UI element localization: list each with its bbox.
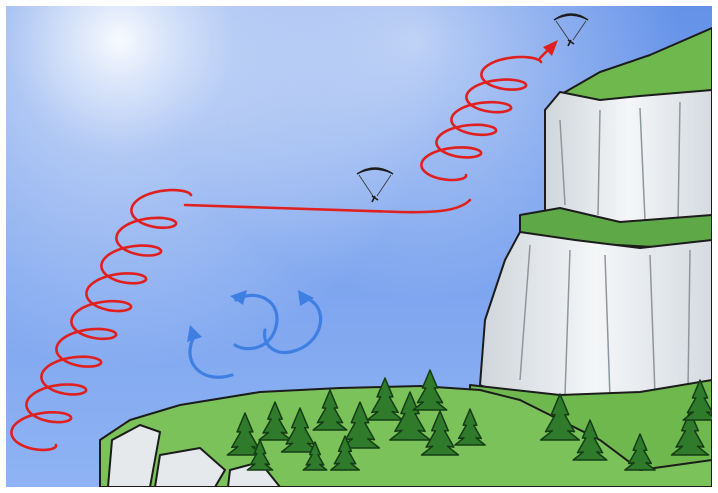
thermal-scene — [6, 6, 712, 487]
